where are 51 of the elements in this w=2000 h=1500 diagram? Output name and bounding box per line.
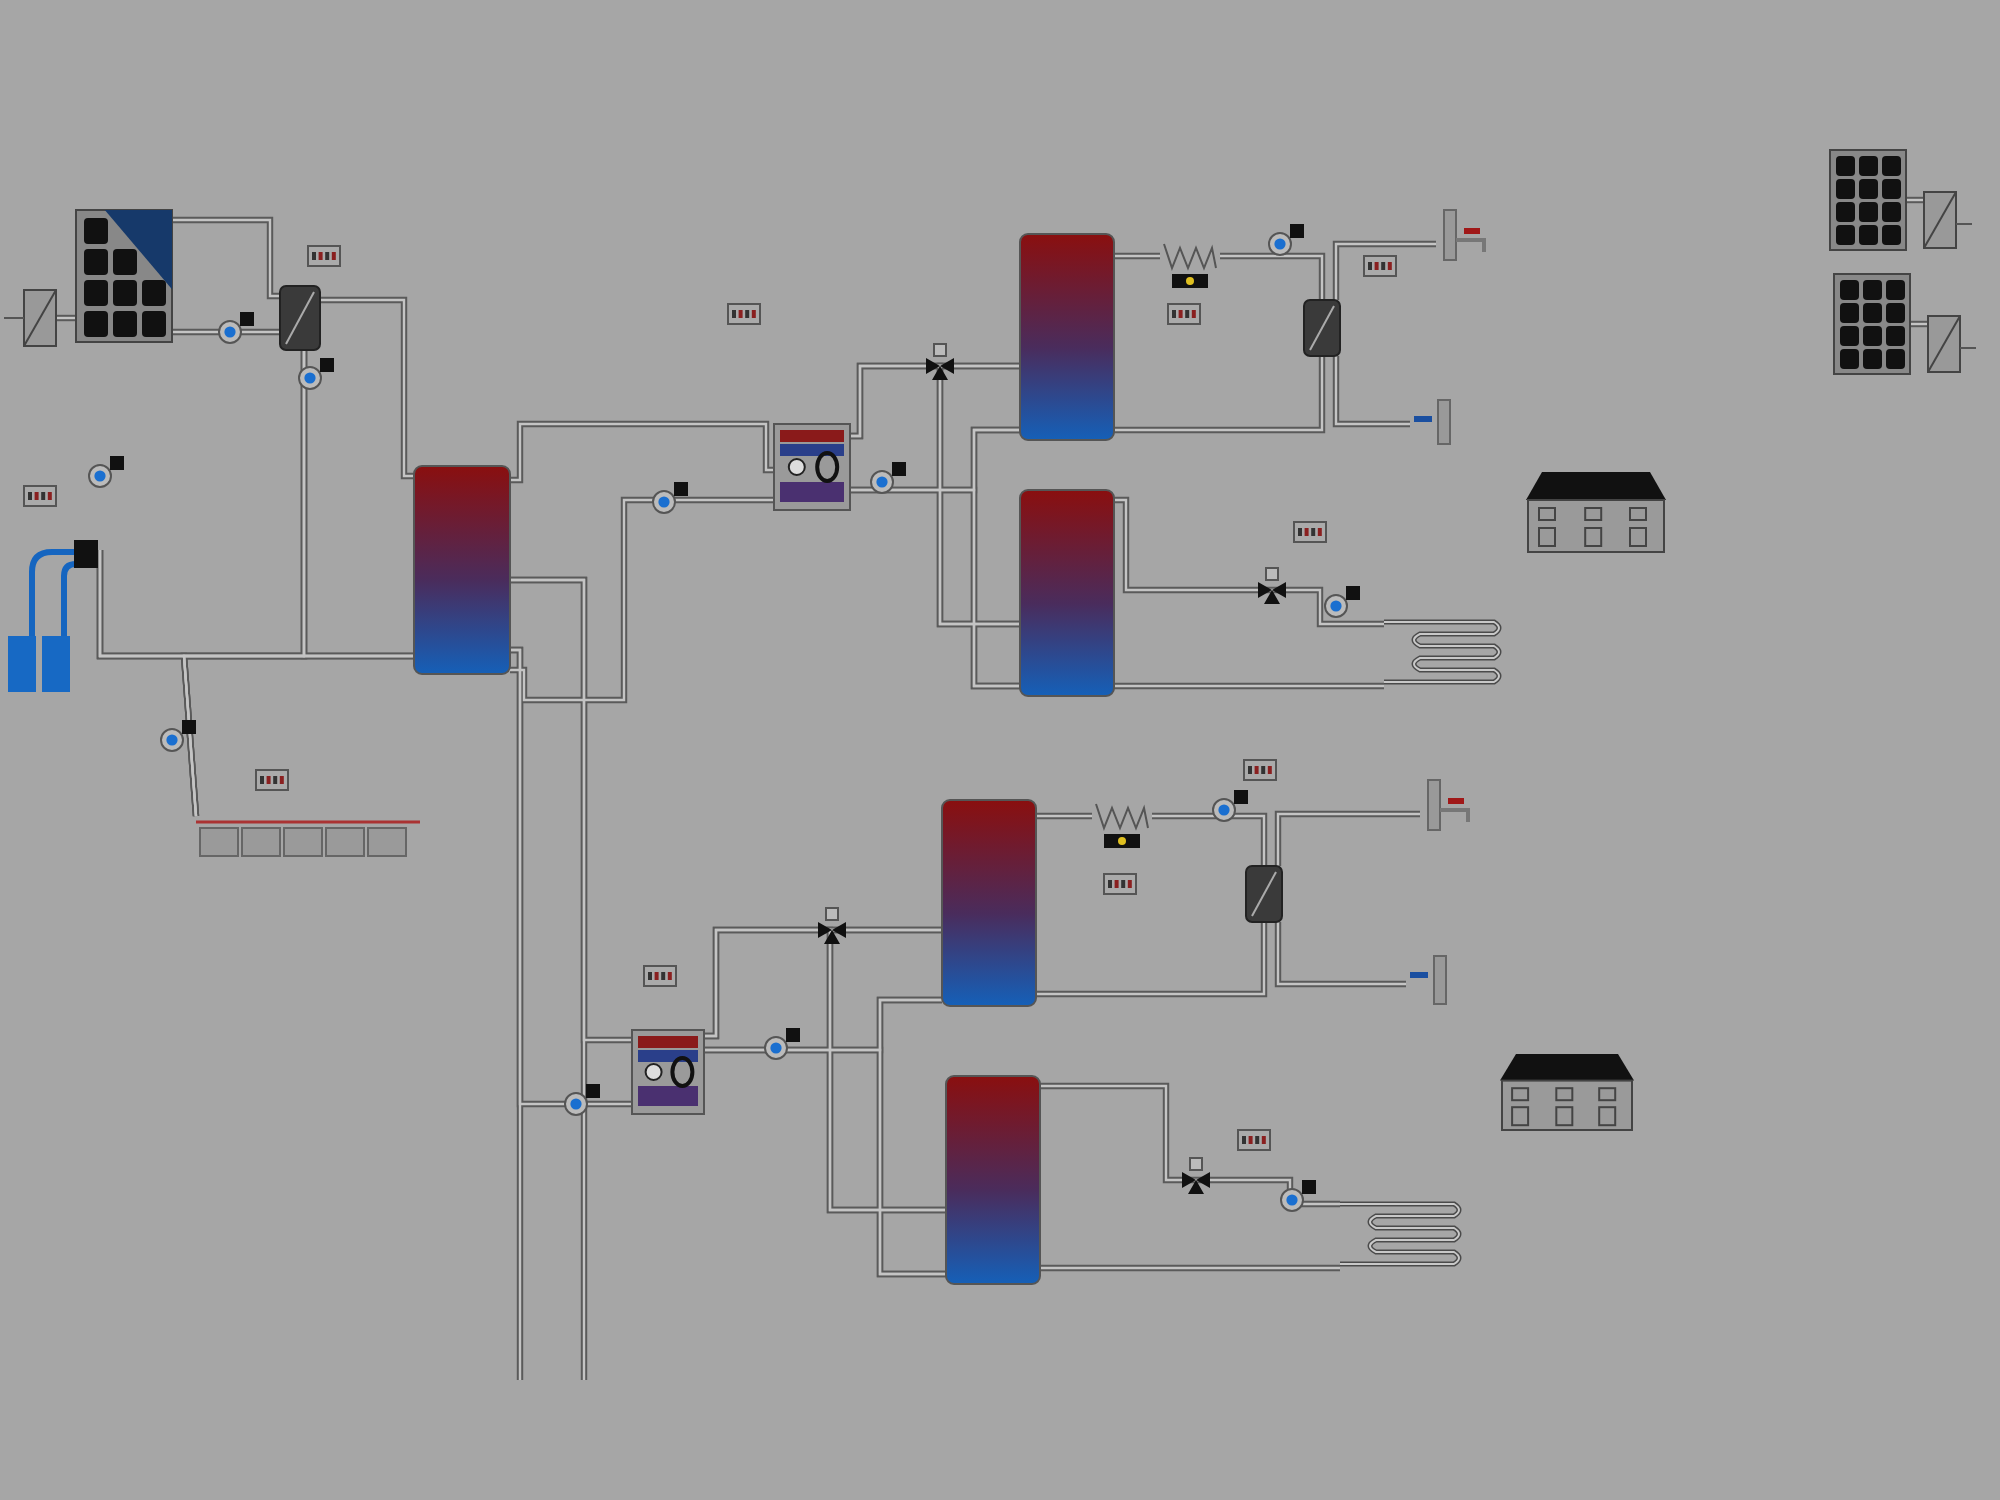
pipe — [1152, 812, 1268, 866]
pipe — [510, 496, 774, 704]
pipe — [826, 926, 946, 1214]
pipe — [936, 362, 1020, 628]
electric-heater-drawing — [1092, 800, 1152, 852]
inverter-drawing — [1924, 192, 1956, 248]
inverter-drawing — [24, 290, 56, 346]
inverter-drawing — [1928, 316, 1960, 372]
pipe — [320, 296, 414, 480]
pipe — [1114, 252, 1160, 260]
pipe — [1036, 922, 1268, 998]
pipe — [96, 350, 308, 660]
pipe — [510, 420, 774, 484]
heat-exchanger-drawing — [1246, 866, 1282, 922]
storage-tank — [946, 1076, 1040, 1284]
pipe — [1114, 496, 1384, 628]
pv-panel-drawing — [1830, 150, 1906, 250]
heat-pump-station-drawing — [774, 424, 850, 510]
ground-collector-drawing — [196, 816, 420, 860]
pipe — [172, 216, 280, 300]
ground-probe-drawing — [4, 536, 100, 692]
house-drawing — [1526, 472, 1666, 552]
floor-heating-drawing — [1340, 1196, 1460, 1272]
pipe — [1274, 922, 1406, 988]
pipe — [1040, 1082, 1340, 1208]
storage-tank — [942, 800, 1036, 1006]
pipe — [1332, 240, 1436, 300]
pipe — [1220, 252, 1326, 300]
storage-tank — [414, 466, 510, 674]
pipe — [1114, 356, 1326, 434]
solar-collector-drawing — [76, 210, 172, 342]
pipe — [1114, 682, 1384, 690]
pipe — [1274, 810, 1420, 866]
heat-exchanger-drawing — [280, 286, 320, 350]
storage-tank — [1020, 234, 1114, 440]
pipe — [510, 576, 588, 1380]
pipe — [1332, 356, 1410, 428]
pipe — [172, 328, 280, 336]
pipe — [1036, 812, 1092, 820]
pipe — [876, 996, 946, 1278]
floor-heating-drawing — [1384, 614, 1500, 690]
pipe — [1040, 1264, 1340, 1272]
pipe — [970, 426, 1020, 690]
electric-heater-drawing — [1160, 240, 1220, 292]
pv-panel-drawing — [1834, 274, 1910, 374]
heat-exchanger-drawing — [1304, 300, 1340, 356]
storage-tank — [1020, 490, 1114, 696]
pipe — [56, 314, 76, 322]
house-drawing — [1500, 1054, 1634, 1130]
pipe — [510, 646, 524, 1380]
heat-pump-station-drawing — [632, 1030, 704, 1114]
